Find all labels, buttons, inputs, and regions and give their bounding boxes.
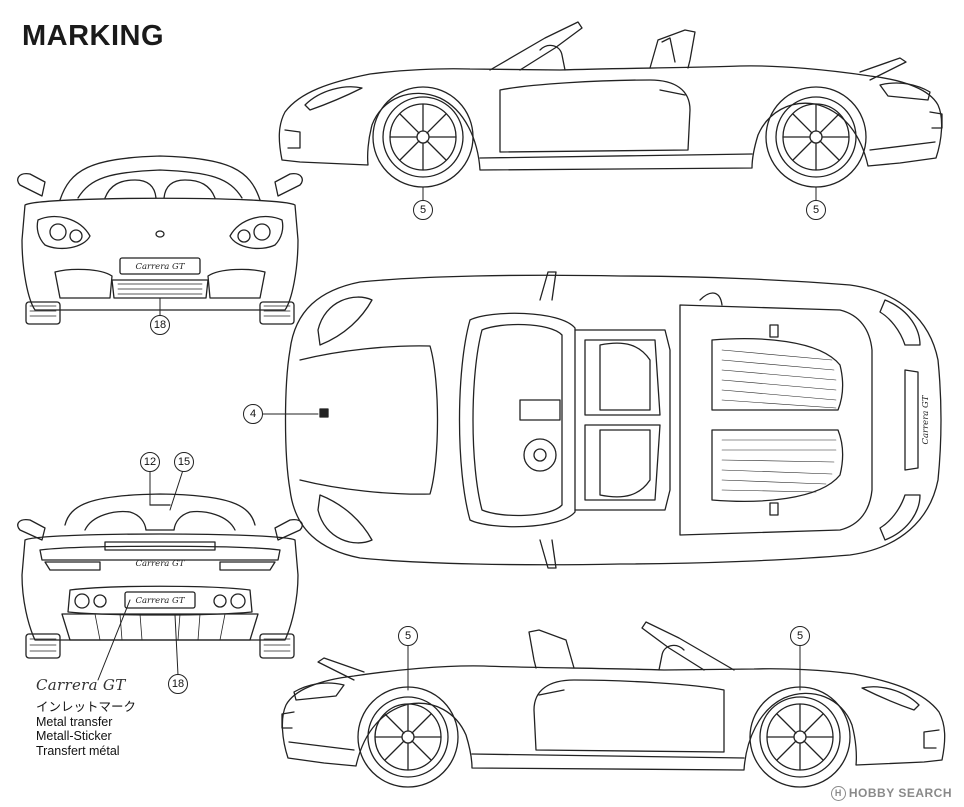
callout-rear-view: 18 [168,674,188,694]
legend-line-fr: Transfert métal [36,743,120,758]
front-view [17,155,303,325]
top-view [262,271,942,569]
legend-line-de: Metall-Sticker [36,729,112,743]
rear-view [17,466,303,681]
legend-line-en: Metal transfer [36,714,113,729]
callout-side-rear-wheel: 5 [806,200,826,220]
callout-side-front-wheel: 5 [413,200,433,220]
rear-wing-badge: Carrera GT [135,559,185,569]
watermark-text: HOBBY SEARCH [848,786,952,800]
legend: Carrera GT インレットマーク Metal transfer Metal… [36,676,136,758]
legend-logo: Carrera GT [36,676,126,694]
callout-top-view: 4 [243,404,263,424]
page-title: MARKING [22,20,165,52]
front-plate-badge: Carrera GT [135,262,185,272]
rear-plate-badge: Carrera GT [135,596,185,606]
watermark-icon: H [830,786,846,801]
top-deck-badge: Carrera GT [921,394,931,444]
callout-front-view: 18 [150,315,170,335]
side-view-upper [278,21,943,201]
callout-bottom-front-wheel: 5 [790,626,810,646]
legend-line-ja: インレットマーク [36,700,137,714]
callout-bottom-rear-wheel: 5 [398,626,418,646]
callout-rear-top-1: 12 [140,452,160,472]
callout-rear-top-2: 15 [174,452,194,472]
side-view-lower [281,621,946,788]
